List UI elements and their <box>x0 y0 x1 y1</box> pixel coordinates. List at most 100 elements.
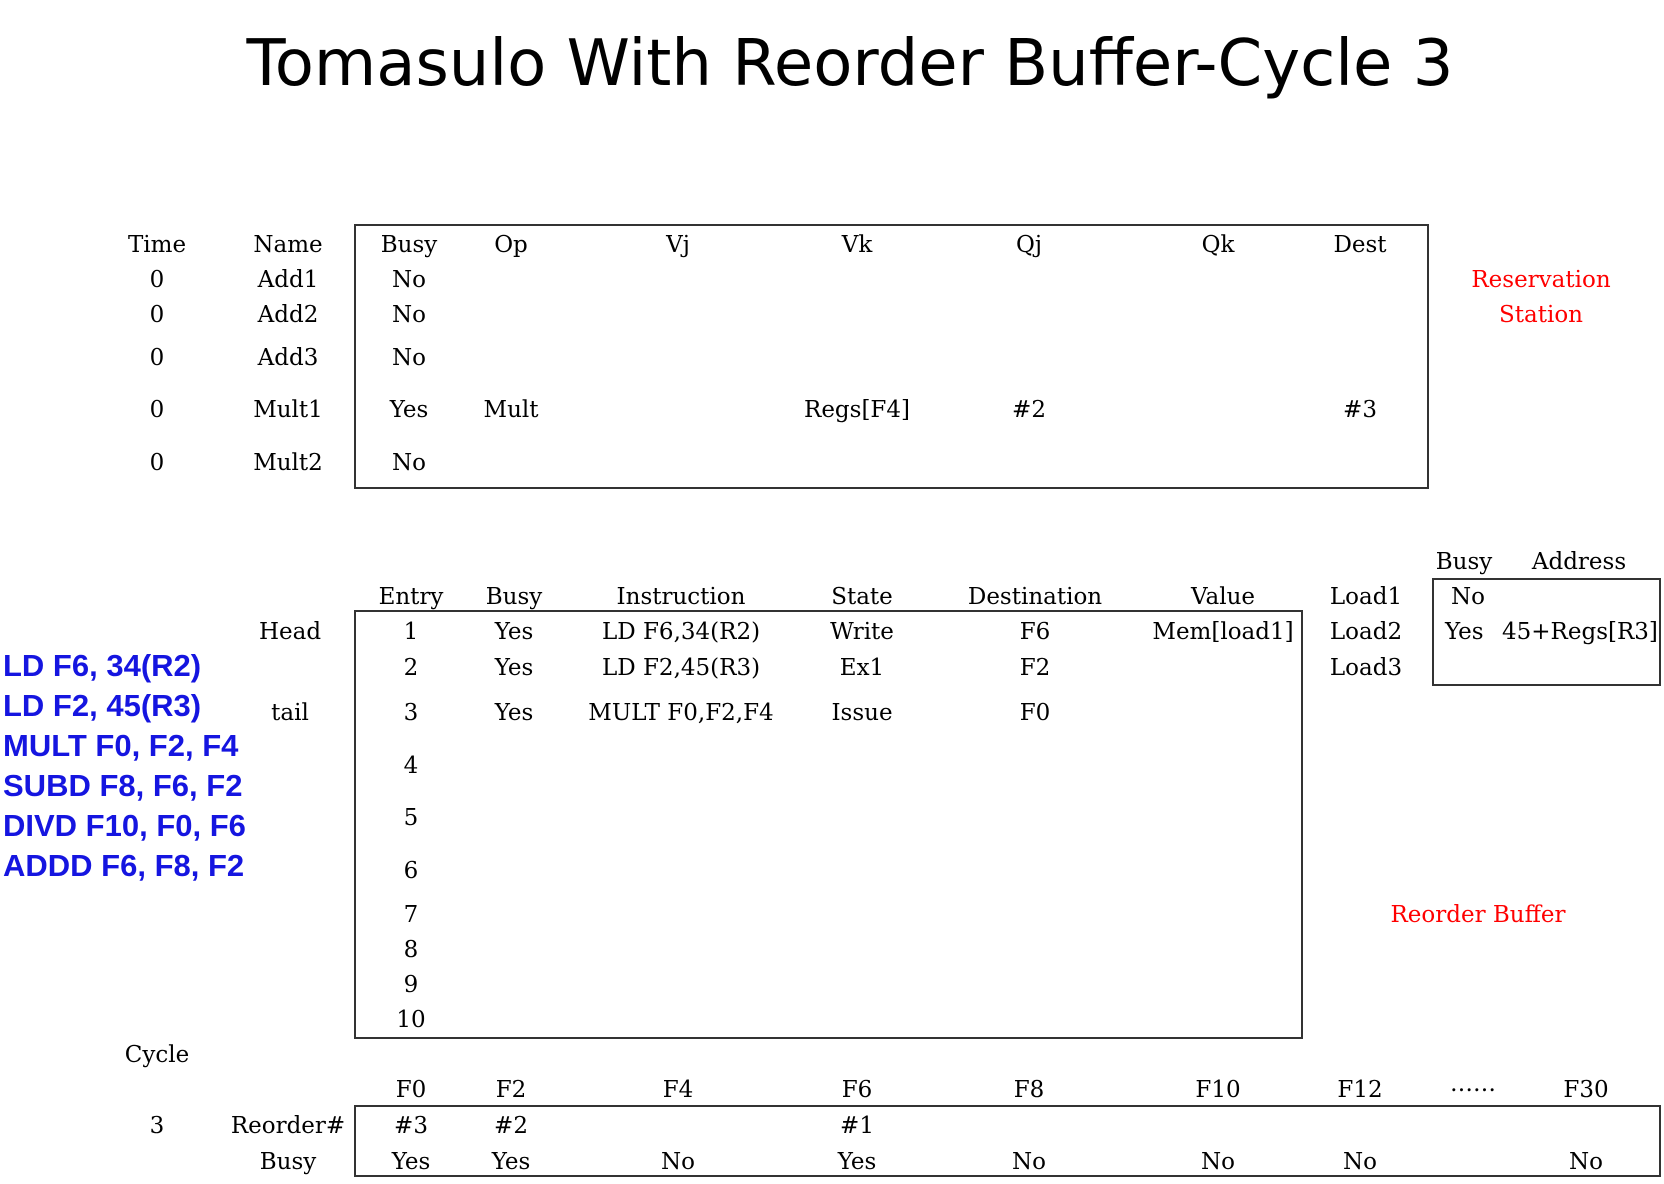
reorder-row-label: Reorder# <box>230 1113 346 1139</box>
rob-cell-entry: 5 <box>403 805 419 831</box>
rob-header-state: State <box>831 584 893 610</box>
load-header-address: Address <box>1531 549 1627 575</box>
rob-header-busy: Busy <box>485 584 543 610</box>
rob-cell-entry: 6 <box>403 858 419 884</box>
rob-header-entry: Entry <box>378 584 444 610</box>
rs-cell-time: 0 <box>149 345 165 371</box>
rob-cell-entry: 7 <box>403 902 419 928</box>
rob-head-pointer: Head <box>258 619 322 645</box>
slide-title: Tomasulo With Reorder Buffer-Cycle 3 <box>246 27 1454 101</box>
program-line: ADDD F6, F8, F2 <box>3 848 245 883</box>
register-name: F30 <box>1563 1077 1609 1103</box>
register-busy-value: No <box>1569 1149 1603 1175</box>
register-reorder-value: #1 <box>840 1113 874 1139</box>
program-line: LD F6, 34(R2) <box>3 648 202 683</box>
program-line: MULT F0, F2, F4 <box>3 728 239 763</box>
rob-cell-entry: 4 <box>403 753 419 779</box>
load-buffer-box <box>1432 578 1661 686</box>
rob-cell-destination: F0 <box>1019 700 1051 726</box>
program-line: SUBD F8, F6, F2 <box>3 768 243 803</box>
rs-cell-op: Mult <box>483 397 539 423</box>
rs-header-qj: Qj <box>1016 232 1042 258</box>
register-name: F0 <box>395 1077 427 1103</box>
rs-header-op: Op <box>494 232 528 258</box>
rs-cell-busy: Yes <box>389 397 429 423</box>
rob-cell-state: Issue <box>831 700 893 726</box>
register-name: F2 <box>495 1077 527 1103</box>
load-busy: Yes <box>1445 619 1484 645</box>
register-busy-value: No <box>1201 1149 1235 1175</box>
rob-cell-destination: F6 <box>1019 619 1051 645</box>
rob-cell-entry: 3 <box>403 700 419 726</box>
rs-header-vj: Vj <box>666 232 690 258</box>
rs-cell-busy: No <box>392 345 426 371</box>
register-name: F10 <box>1195 1077 1241 1103</box>
rs-header-busy: Busy <box>380 232 438 258</box>
rob-header-value: Value <box>1191 584 1255 610</box>
rob-header-destination: Destination <box>967 584 1103 610</box>
rob-cell-entry: 2 <box>403 655 419 681</box>
rs-cell-time: 0 <box>149 397 165 423</box>
rob-cell-busy: Yes <box>494 655 534 681</box>
register-status-box <box>354 1105 1661 1177</box>
rob-cell-busy: Yes <box>494 619 534 645</box>
rs-cell-dest: #3 <box>1343 397 1377 423</box>
cycle-label: Cycle <box>124 1042 190 1068</box>
rob-tail-pointer: tail <box>271 700 309 726</box>
rs-cell-vk: Regs[F4] <box>804 397 910 423</box>
rob-cell-value: Mem[load1] <box>1152 619 1294 645</box>
rob-cell-instruction: LD F6,34(R2) <box>601 619 761 645</box>
register-busy-value: No <box>1012 1149 1046 1175</box>
rs-cell-busy: No <box>392 450 426 476</box>
rs-cell-name: Add2 <box>257 302 319 328</box>
rs-header-qk: Qk <box>1201 232 1235 258</box>
load-header-busy: Busy <box>1435 549 1493 575</box>
register-busy-value: No <box>1343 1149 1377 1175</box>
rob-cell-busy: Yes <box>494 700 534 726</box>
register-reorder-value: #2 <box>494 1113 528 1139</box>
register-busy-value: Yes <box>391 1149 431 1175</box>
rs-cell-time: 0 <box>149 450 165 476</box>
rob-cell-entry: 9 <box>403 972 419 998</box>
rob-cell-state: Write <box>830 619 894 645</box>
rs-cell-name: Add3 <box>257 345 319 371</box>
rob-cell-entry: 1 <box>403 619 419 645</box>
rob-header-instruction: Instruction <box>616 584 746 610</box>
rs-cell-time: 0 <box>149 302 165 328</box>
load-address: 45+Regs[R3] <box>1502 619 1658 645</box>
rob-cell-entry: 8 <box>403 937 419 963</box>
load-name: Load3 <box>1329 655 1403 681</box>
register-name: F6 <box>841 1077 873 1103</box>
rob-cell-entry: 10 <box>396 1007 426 1033</box>
cycle-value: 3 <box>149 1113 165 1139</box>
rs-cell-name: Mult2 <box>253 450 323 476</box>
register-reorder-value: #3 <box>394 1113 428 1139</box>
rs-header-vk: Vk <box>841 232 873 258</box>
register-ellipsis: …… <box>1450 1071 1496 1097</box>
busy-row-label: Busy <box>259 1149 317 1175</box>
rob-cell-instruction: LD F2,45(R3) <box>601 655 761 681</box>
rs-cell-busy: No <box>392 302 426 328</box>
rob-cell-state: Ex1 <box>839 655 885 681</box>
program-line: DIVD F10, F0, F6 <box>3 808 246 843</box>
rob-cell-destination: F2 <box>1019 655 1051 681</box>
rs-cell-name: Add1 <box>257 267 319 293</box>
rs-cell-qj: #2 <box>1012 397 1046 423</box>
rs-cell-time: 0 <box>149 267 165 293</box>
load-busy: No <box>1451 584 1485 610</box>
load-name: Load1 <box>1329 584 1403 610</box>
rs-header-dest: Dest <box>1333 232 1387 258</box>
reservation-station-label-line1: Reservation <box>1471 267 1611 293</box>
rs-cell-busy: No <box>392 267 426 293</box>
register-name: F12 <box>1337 1077 1383 1103</box>
reservation-station-label-line2: Station <box>1499 302 1583 328</box>
register-busy-value: Yes <box>491 1149 531 1175</box>
register-busy-value: No <box>661 1149 695 1175</box>
register-name: F4 <box>662 1077 694 1103</box>
rs-header-time: Time <box>127 232 187 258</box>
reservation-station-box <box>354 224 1429 489</box>
reorder-buffer-box <box>354 610 1303 1039</box>
rs-cell-name: Mult1 <box>253 397 323 423</box>
load-name: Load2 <box>1329 619 1403 645</box>
register-busy-value: Yes <box>837 1149 877 1175</box>
